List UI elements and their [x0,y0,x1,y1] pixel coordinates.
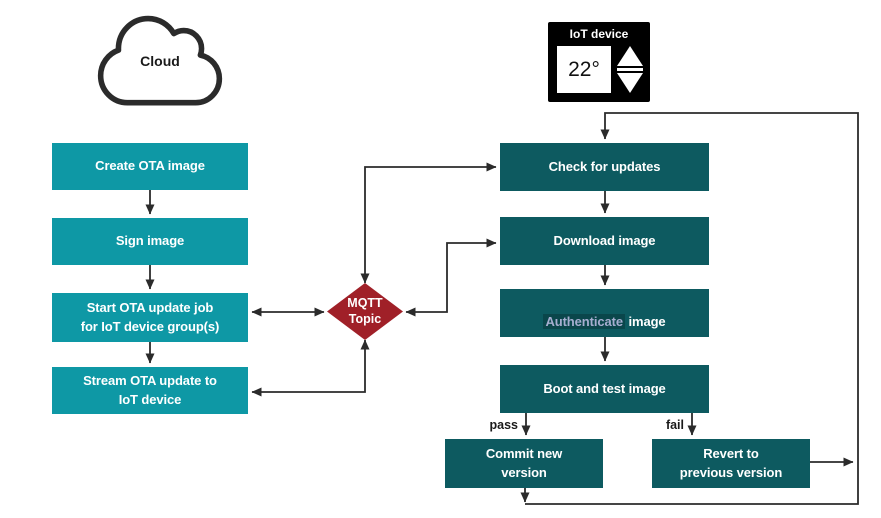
iot-device-graphic: IoT device 22° [548,22,650,102]
arrow-mqtt-to-check [360,162,497,284]
branch-label-fail: fail [665,418,684,432]
cloud-icon [97,15,223,106]
temperature-stepper [617,46,643,93]
flow-box-authenticate-image: Authenticate image [500,289,709,337]
flow-box-check-for-updates: Check for updates [500,143,709,191]
flow-box-boot-and-test-image: Boot and test image [500,365,709,413]
cloud-label: Cloud [140,53,180,69]
down-arrow-icon [617,73,643,93]
arrow-mqtt-to-stream [251,339,370,397]
flow-box-sign-image: Sign image [52,218,248,265]
authenticate-highlight: Authenticate [543,314,625,329]
stepper-divider [617,68,643,71]
branch-label-pass: pass [489,418,519,432]
cloud-shape: Cloud [96,14,224,108]
flow-box-revert-previous-version: Revert to previous version [652,439,810,488]
flow-box-commit-new-version: Commit new version [445,439,603,488]
flow-box-stream-ota-update: Stream OTA update to IoT device [52,367,248,414]
authenticate-rest: image [624,314,666,329]
arrow-mqtt-to-download [405,238,497,317]
up-arrow-icon [617,46,643,66]
flow-box-create-ota-image: Create OTA image [52,143,248,190]
flow-box-start-ota-update-job: Start OTA update job for IoT device grou… [52,293,248,342]
temperature-display: 22° [557,46,611,93]
iot-device-label: IoT device [569,27,629,41]
flow-box-download-image: Download image [500,217,709,265]
arrow-reboot-loop [525,112,859,505]
